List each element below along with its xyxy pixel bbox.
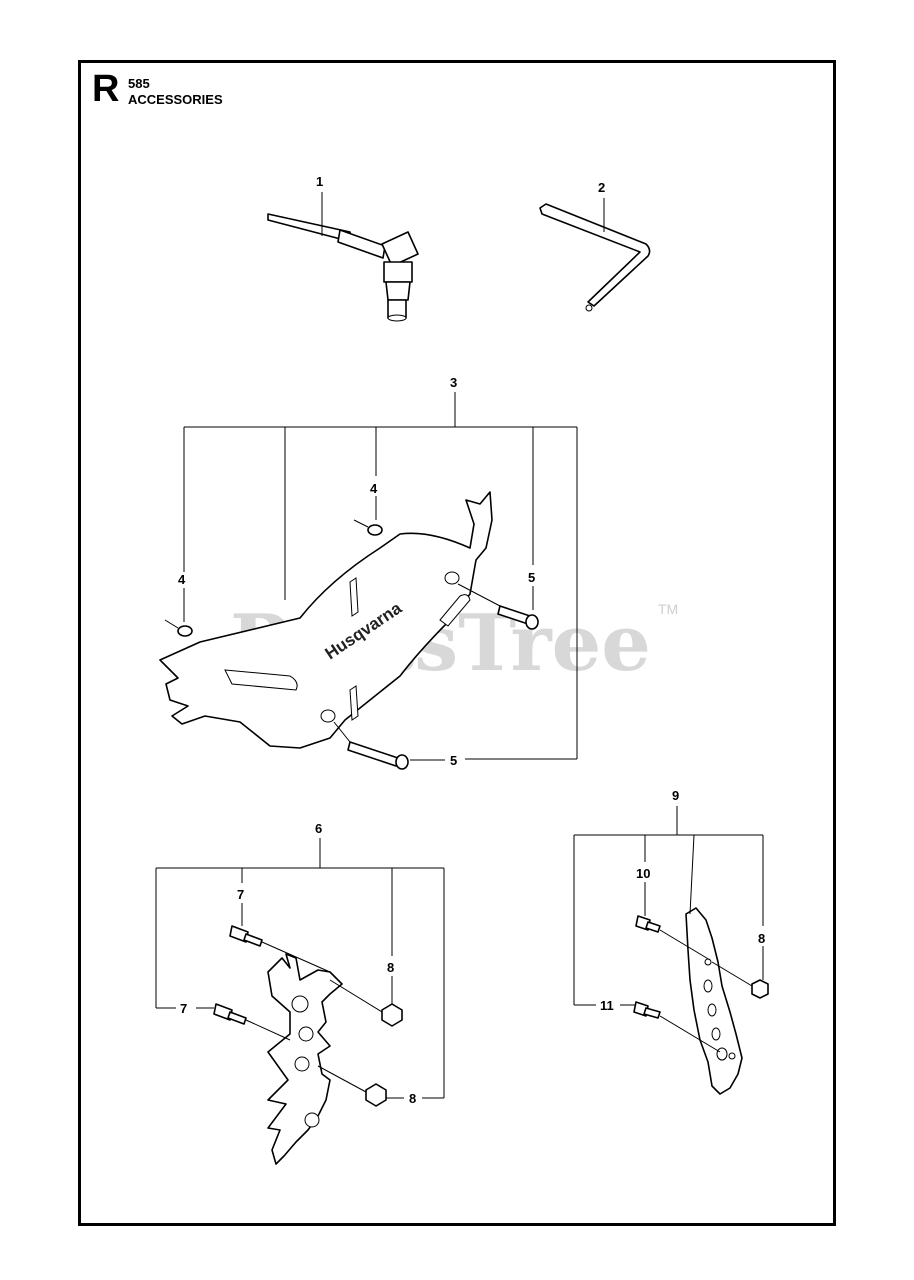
callout-8-right[interactable]: 8 — [758, 931, 765, 946]
model-number: 585 — [128, 76, 150, 91]
callout-7-lower[interactable]: 7 — [180, 1001, 187, 1016]
section-letter: R — [92, 68, 120, 110]
part-7-screw-upper[interactable] — [229, 925, 263, 947]
screw-axis-7-lower — [245, 1019, 291, 1041]
part-7-screw-lower[interactable] — [213, 1003, 247, 1025]
callout-4-lower[interactable]: 4 — [178, 572, 186, 587]
screw-axis-7-upper — [261, 941, 331, 973]
callout-4-upper[interactable]: 4 — [370, 481, 378, 496]
part-5-screw-lower[interactable] — [347, 741, 409, 770]
screw-axis-lower — [333, 721, 351, 743]
callout-7-upper[interactable]: 7 — [237, 887, 244, 902]
screw-axis-10 — [659, 929, 711, 961]
part-4-o-ring-lower[interactable] — [177, 625, 193, 637]
leader-3-bracket — [183, 392, 578, 761]
page-title: ACCESSORIES — [128, 92, 223, 107]
callout-8-upper[interactable]: 8 — [387, 960, 394, 975]
nut-axis-lower — [317, 1065, 367, 1093]
callout-5-upper[interactable]: 5 — [528, 570, 535, 585]
part-1-combination-wrench[interactable] — [267, 213, 419, 322]
callout-8-lower[interactable]: 8 — [409, 1091, 416, 1106]
part-8-nut-lower[interactable] — [365, 1083, 387, 1107]
o-ring-axis-upper — [353, 519, 369, 528]
callout-6[interactable]: 6 — [315, 821, 322, 836]
part-11-screw[interactable] — [633, 1001, 661, 1019]
part-10-screw[interactable] — [635, 915, 661, 933]
diagram-frame — [78, 60, 836, 1226]
callout-9[interactable]: 9 — [672, 788, 679, 803]
part-8-nut-right[interactable] — [751, 979, 769, 999]
o-ring-axis-lower — [164, 619, 179, 629]
part-9-bumper-spike[interactable] — [685, 907, 743, 1095]
part-8-nut-upper[interactable] — [381, 1003, 403, 1027]
part-2-torx-key[interactable] — [539, 203, 651, 312]
screw-axis-upper — [457, 583, 501, 607]
watermark-trademark: TM — [658, 601, 678, 617]
screw-axis-11 — [659, 1015, 721, 1053]
part-5-screw-upper[interactable] — [497, 605, 539, 630]
part-4-o-ring-upper[interactable] — [367, 524, 383, 536]
leader-6-bracket — [155, 838, 445, 1099]
callout-5-lower[interactable]: 5 — [450, 753, 457, 768]
part-6-bumper-spike[interactable] — [267, 953, 343, 1165]
callout-11[interactable]: 11 — [600, 998, 614, 1013]
callout-10[interactable]: 10 — [636, 866, 650, 881]
part-3-bar-guard[interactable]: Husqvarna — [159, 491, 493, 749]
callout-1[interactable]: 1 — [316, 174, 323, 189]
leader-9-bracket — [573, 806, 764, 1006]
callout-2[interactable]: 2 — [598, 180, 605, 195]
callout-3[interactable]: 3 — [450, 375, 457, 390]
nut-axis-upper — [329, 979, 383, 1013]
nut-axis-right — [711, 961, 753, 987]
